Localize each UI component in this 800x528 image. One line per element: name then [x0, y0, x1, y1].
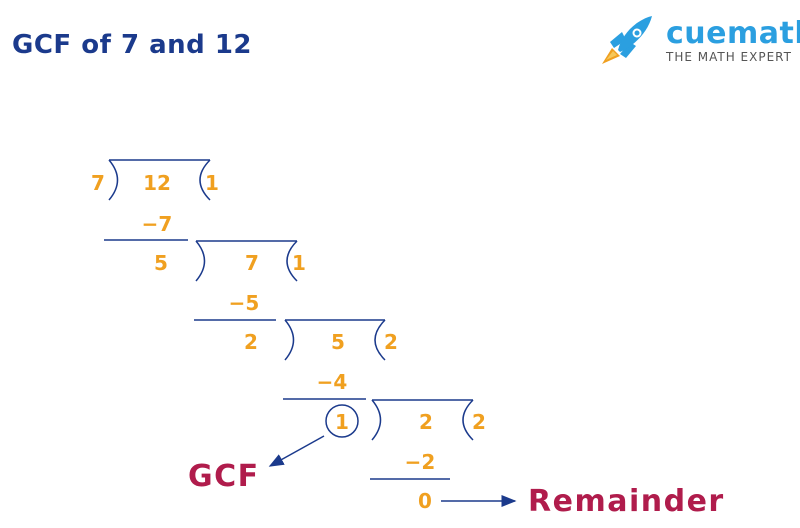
- brand-logo: cuemath THE MATH EXPERT: [596, 12, 800, 72]
- division-step-3: 5 2 −4 1: [283, 319, 398, 438]
- step-3-right-bracket: [374, 319, 386, 361]
- division-step-2: 7 1 −5 2: [194, 240, 306, 354]
- step-2-remainder: 2: [244, 330, 258, 354]
- brand-tagline: THE MATH EXPERT: [666, 50, 792, 64]
- step-4-left-bracket: [371, 399, 382, 441]
- step-2-left-bracket: [195, 240, 206, 282]
- rocket-icon: [602, 16, 652, 64]
- page-title: GCF of 7 and 12: [12, 30, 253, 60]
- step-1-divisor: 7: [91, 171, 105, 195]
- step-2-quotient: 1: [292, 251, 306, 275]
- step-2-dividend: 7: [245, 251, 259, 275]
- step-1-subtract: −7: [142, 212, 173, 236]
- division-step-1: 7 12 1 −7 5: [91, 159, 219, 275]
- gcf-arrow: [268, 435, 325, 467]
- division-step-4: 2 2 −2 0: [370, 399, 486, 513]
- gcf-highlight-circle: [325, 404, 359, 438]
- step-3-dividend: 5: [331, 330, 345, 354]
- step-1-remainder: 5: [154, 251, 168, 275]
- step-3-remainder: 1: [335, 410, 349, 434]
- step-4-quotient: 2: [472, 410, 486, 434]
- step-1-left-bracket: [108, 159, 119, 201]
- step-4-remainder: 0: [418, 489, 432, 513]
- step-1-quotient: 1: [205, 171, 219, 195]
- step-1-right-bracket: [199, 159, 211, 201]
- step-3-left-bracket: [284, 319, 295, 361]
- step-4-subtract: −2: [405, 450, 436, 474]
- gcf-label: GCF: [188, 459, 260, 494]
- step-2-subtract: −5: [229, 291, 260, 315]
- remainder-label: Remainder: [528, 484, 725, 519]
- step-4-right-bracket: [462, 399, 474, 441]
- step-3-subtract: −4: [317, 370, 348, 394]
- step-4-dividend: 2: [419, 410, 433, 434]
- step-1-dividend: 12: [143, 171, 171, 195]
- step-3-quotient: 2: [384, 330, 398, 354]
- step-2-right-bracket: [286, 240, 298, 282]
- brand-name: cuemath: [666, 16, 800, 51]
